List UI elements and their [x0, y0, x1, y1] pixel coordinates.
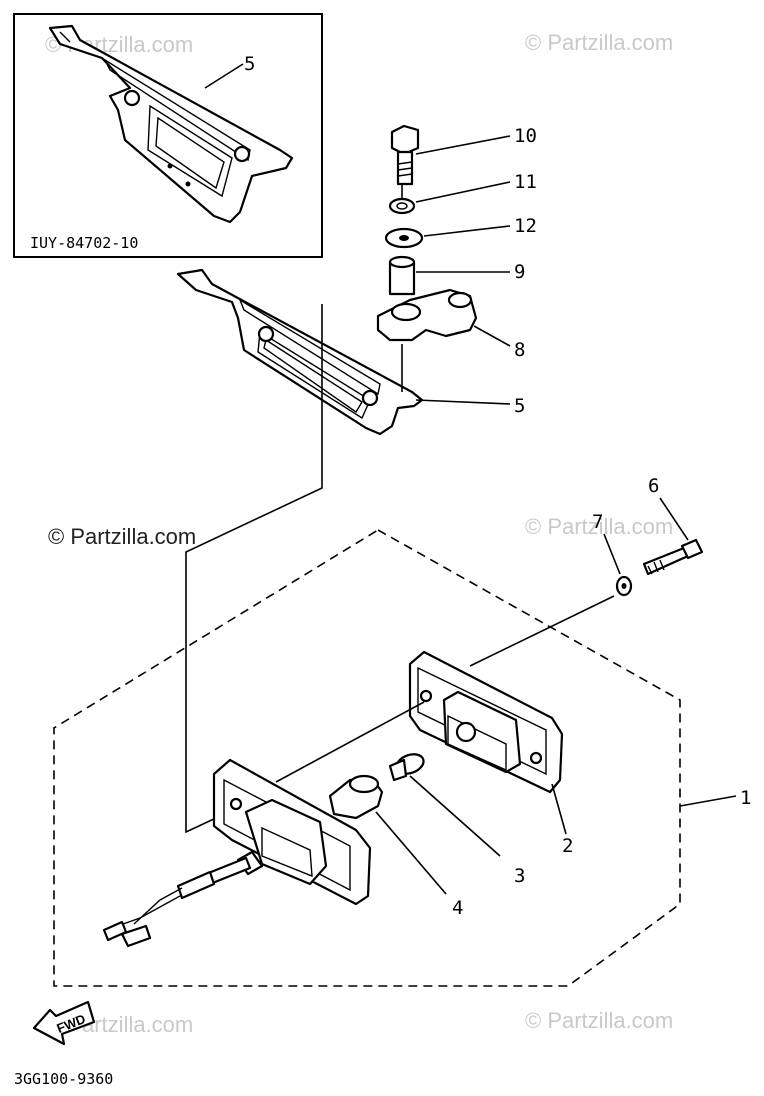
- lens-part-2: [408, 650, 564, 794]
- leader-10: [415, 135, 511, 155]
- inset-part-code: IUY-84702-10: [30, 234, 138, 252]
- washer-part-11: [388, 197, 416, 215]
- assembly-line-7-2: [469, 595, 615, 667]
- mounting-guide-line: [185, 304, 323, 834]
- leader-7: [603, 533, 621, 575]
- callout-9: 9: [514, 261, 525, 283]
- leader-1: [679, 795, 737, 807]
- leader-12: [423, 225, 511, 237]
- callout-6: 6: [648, 475, 659, 497]
- leader-6: [659, 497, 689, 541]
- callout-11: 11: [514, 171, 537, 193]
- callout-10: 10: [514, 125, 537, 147]
- bolt-part-10: [390, 124, 420, 186]
- callout-8: 8: [514, 339, 525, 361]
- leader-5: [415, 399, 511, 405]
- damper-part-8: [376, 288, 478, 342]
- callout-2: 2: [562, 835, 573, 857]
- screw-part-6: [642, 538, 704, 576]
- bracket-part-5: [176, 268, 424, 436]
- watermark-middle-left: © Partzilla.com: [48, 524, 196, 549]
- leader-8: [473, 325, 511, 347]
- leader-4: [375, 811, 447, 895]
- forward-direction-arrow: FWD: [32, 1000, 96, 1046]
- callout-5: 5: [514, 395, 525, 417]
- callout-4: 4: [452, 897, 463, 919]
- watermark-middle-right: © Partzilla.com: [525, 514, 673, 539]
- leader-11: [415, 181, 511, 203]
- watermark-top-right: © Partzilla.com: [525, 30, 673, 55]
- diagram-code: 3GG100-9360: [14, 1070, 113, 1088]
- bulb-part-3: [388, 753, 425, 782]
- assembly-group-outline-1: [53, 529, 681, 987]
- callout-12: 12: [514, 215, 537, 237]
- leader-3: [409, 775, 501, 857]
- inset-callout-5: 5: [244, 53, 255, 75]
- callout-1: 1: [740, 787, 751, 809]
- collar-part-9: [388, 255, 416, 296]
- inset-bracket-drawing: [48, 24, 294, 224]
- socket-part-4: [328, 774, 384, 820]
- assembly-line-2-housing: [275, 701, 425, 783]
- callout-3: 3: [514, 865, 525, 887]
- inset-frame: [13, 13, 323, 258]
- watermark-bottom-right: © Partzilla.com: [525, 1008, 673, 1033]
- inset-leader-5: [204, 63, 244, 89]
- callout-7: 7: [592, 511, 603, 533]
- lamp-housing-drawing: [102, 758, 372, 948]
- leader-2: [551, 783, 567, 835]
